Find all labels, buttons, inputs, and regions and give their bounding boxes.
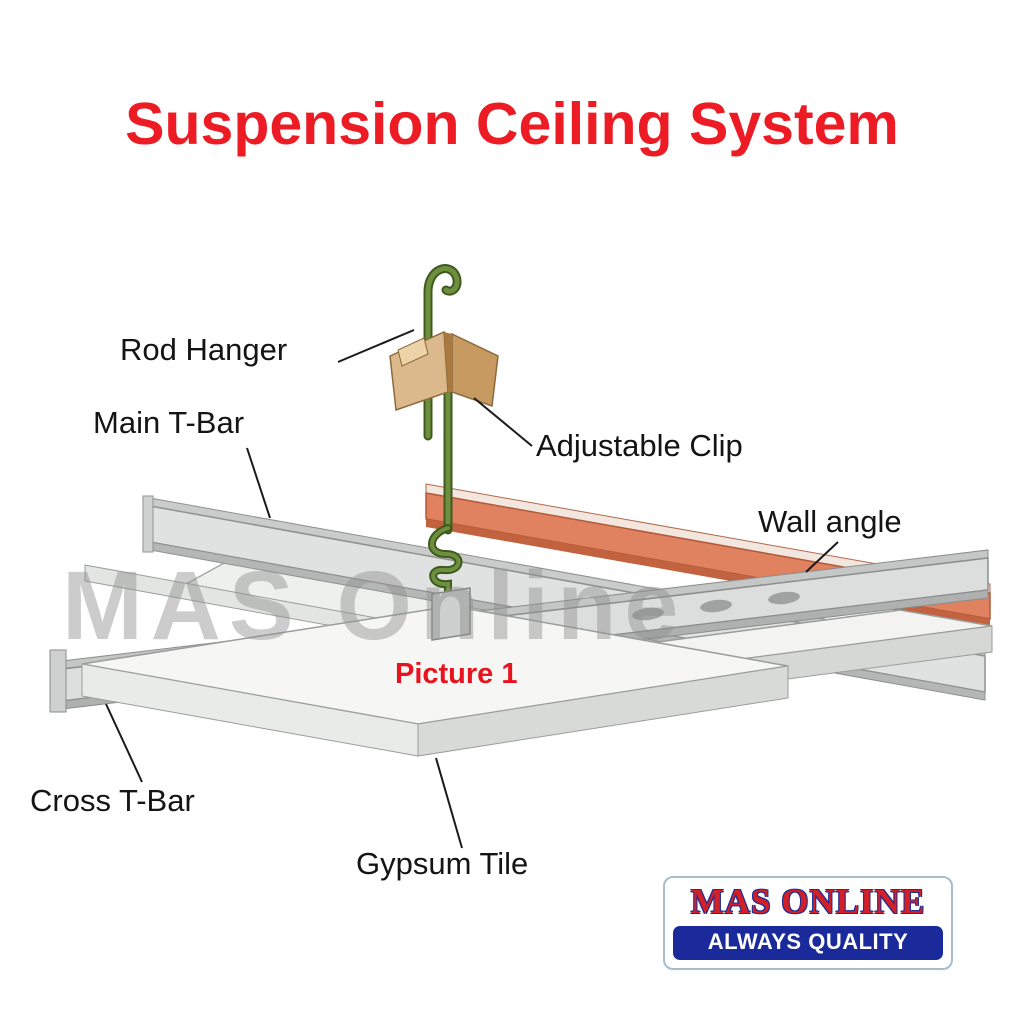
- label-rod-hanger: Rod Hanger: [120, 332, 288, 367]
- adjustable-clip-part: [389, 330, 499, 412]
- picture-caption: Picture 1: [395, 658, 518, 690]
- rod-hanger-pointer-line: [337, 329, 415, 363]
- label-adjustable-clip: Adjustable Clip: [536, 428, 743, 463]
- gypsum-tile-pointer-line: [435, 757, 463, 849]
- label-wall-angle: Wall angle: [758, 504, 902, 539]
- adjustable-clip-pointer-line: [473, 397, 533, 447]
- label-gypsum-tile: Gypsum Tile: [356, 846, 529, 881]
- label-cross-t-bar: Cross T-Bar: [30, 783, 195, 818]
- brand-name: MAS ONLINE: [690, 882, 926, 921]
- page-title: Suspension Ceiling System: [125, 91, 899, 157]
- label-main-t-bar: Main T-Bar: [93, 405, 245, 440]
- hanger-bracket: [431, 587, 471, 641]
- gypsum-tile-front: [81, 605, 789, 757]
- main-t-bar-pointer-line: [246, 447, 271, 519]
- brand-logo-box: MAS ONLINE ALWAYS QUALITY: [663, 876, 953, 970]
- connector-lines: [105, 329, 839, 849]
- brand-tagline: ALWAYS QUALITY: [673, 925, 943, 960]
- wall-angle-pointer-line: [805, 541, 839, 573]
- cross-t-bar-pointer-line: [105, 703, 143, 783]
